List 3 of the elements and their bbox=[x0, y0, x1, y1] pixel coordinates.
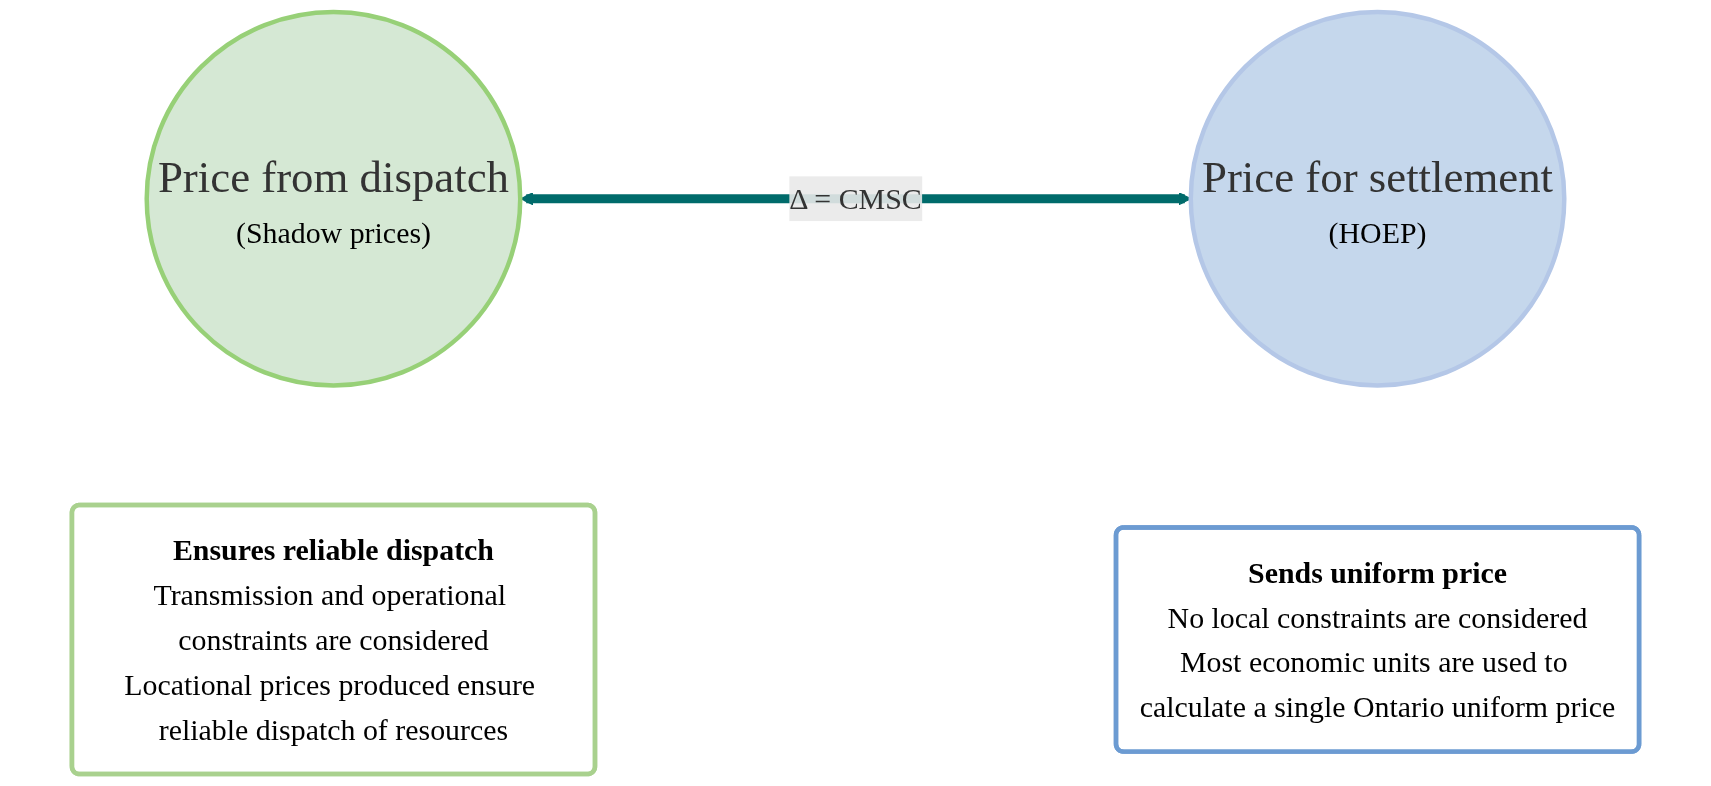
node-circle: Price from dispatch (Shadow prices) bbox=[144, 9, 523, 388]
node-circle: Price for settlement (HOEP) bbox=[1188, 9, 1567, 388]
edge-label: Δ = CMSC bbox=[789, 182, 922, 216]
